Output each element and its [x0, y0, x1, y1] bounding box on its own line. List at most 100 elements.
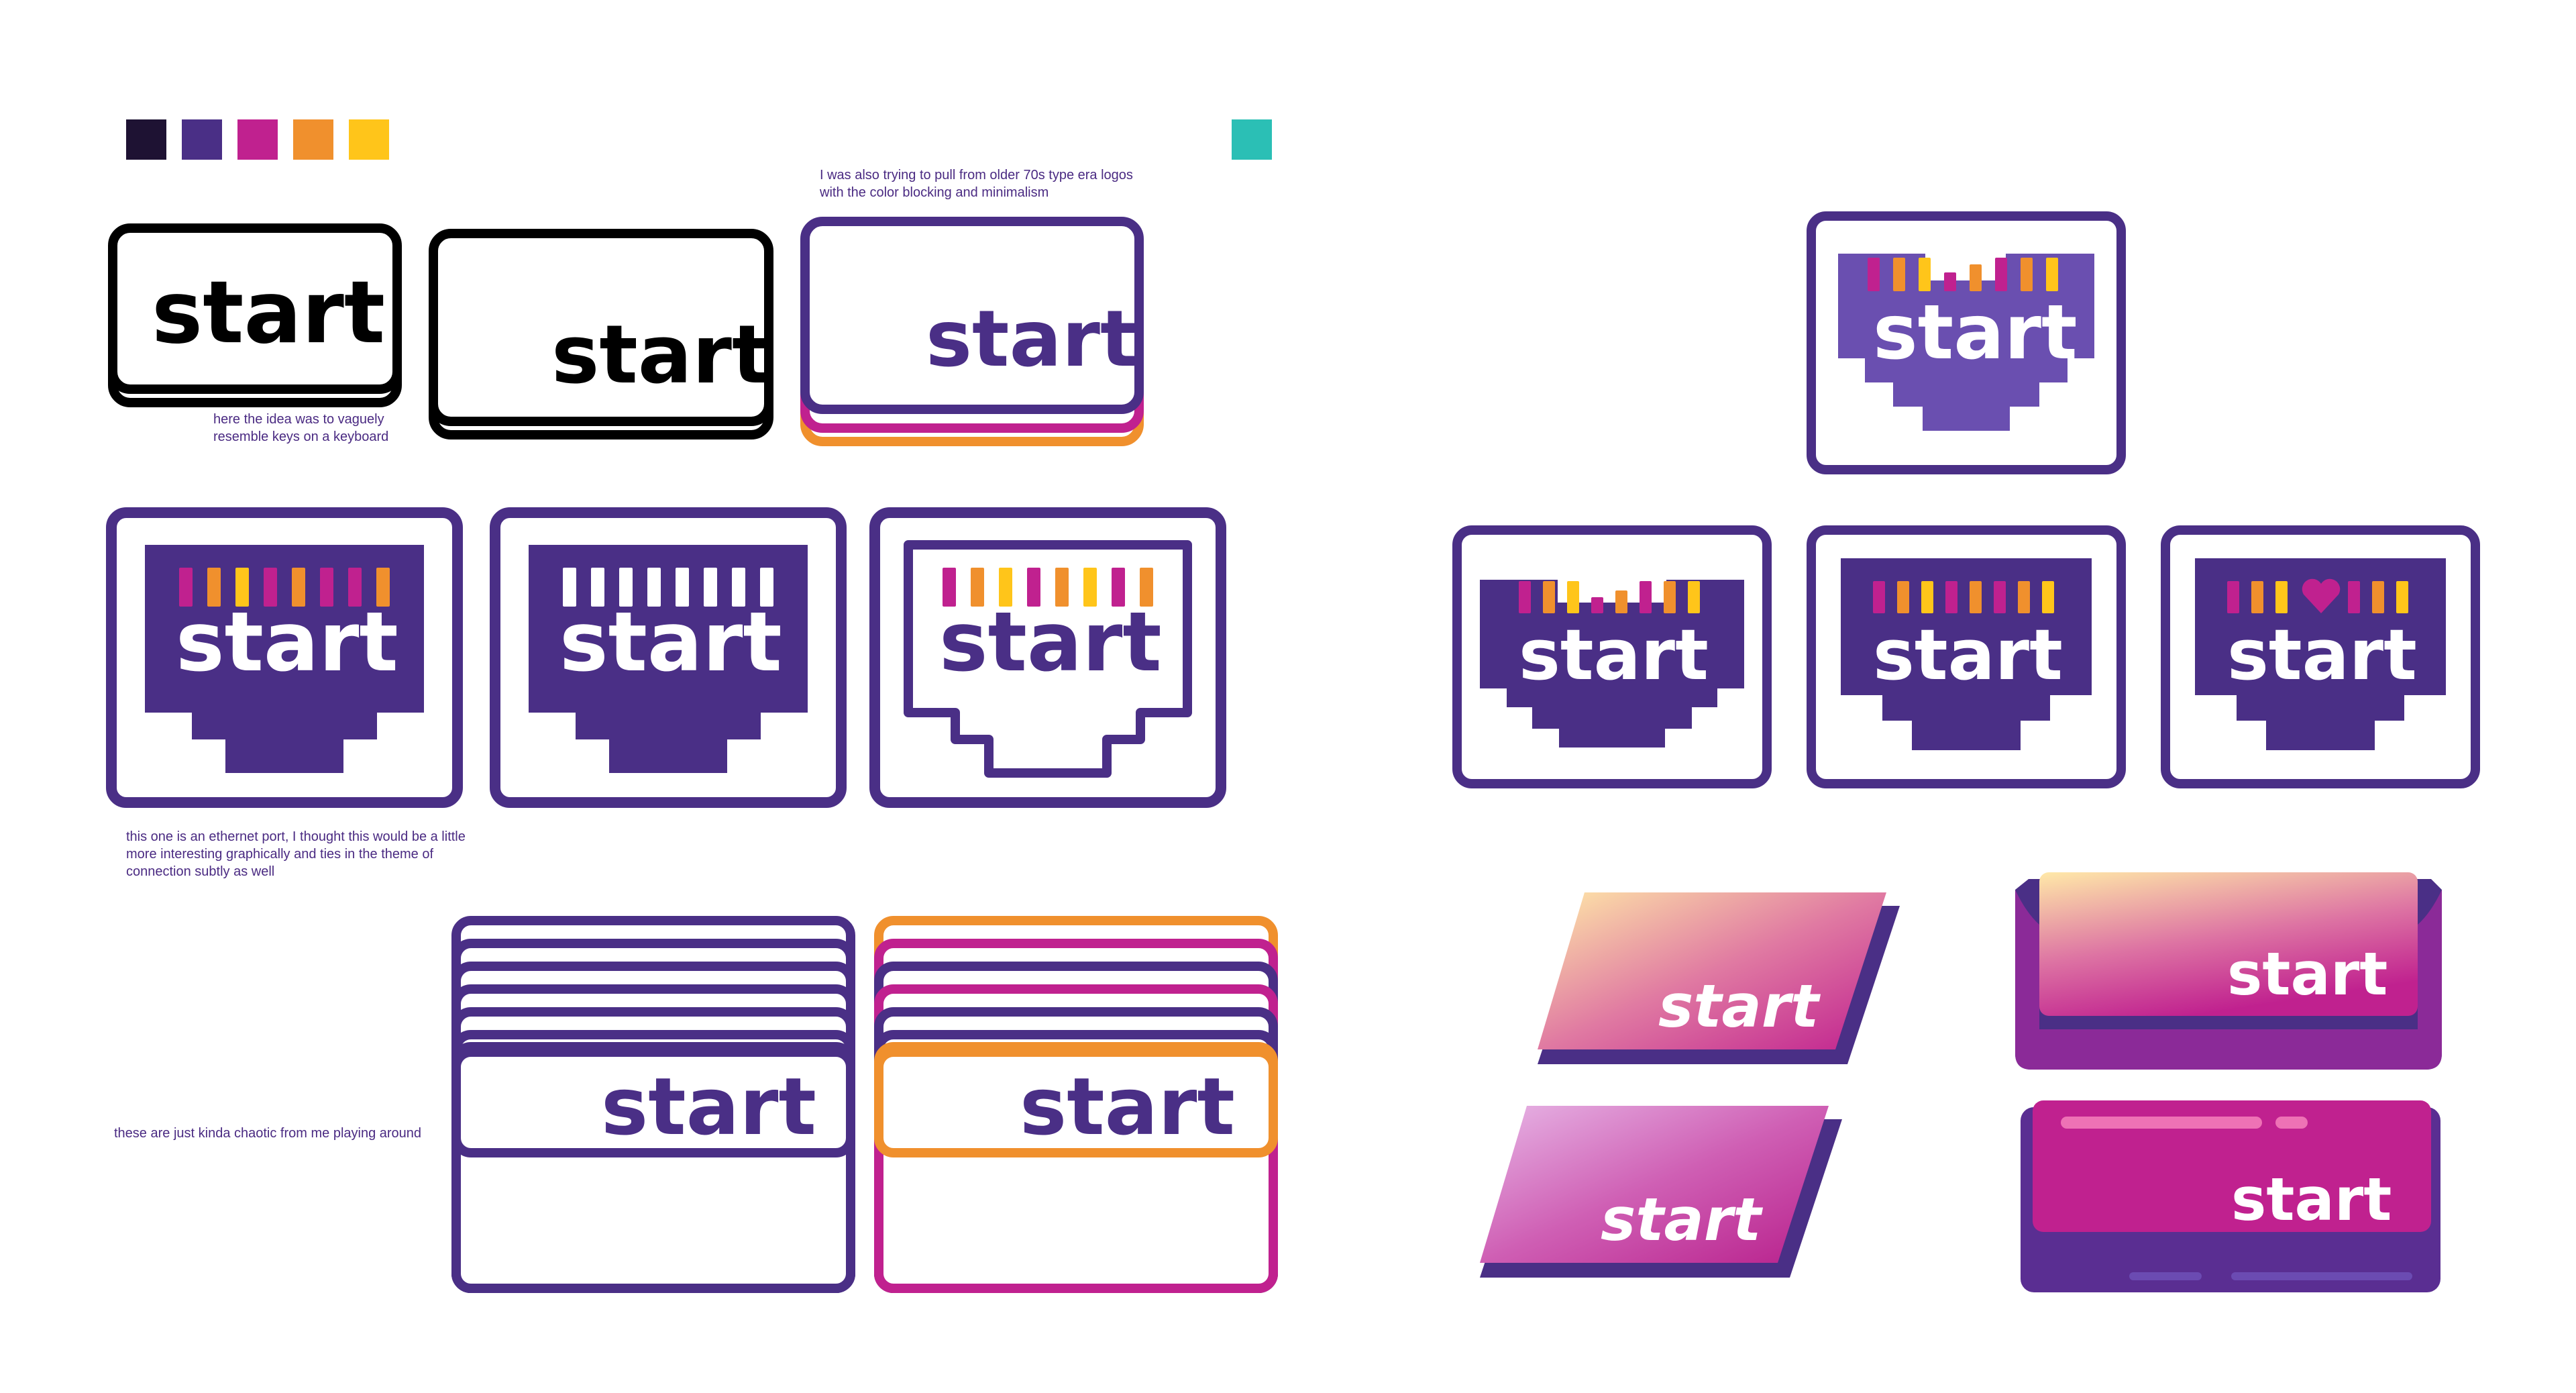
button-highlight: [2275, 1117, 2308, 1129]
port-pin: [732, 568, 745, 607]
logo-seventies-key: start: [800, 217, 1144, 446]
layer-purple: [800, 217, 1144, 414]
port-pin: [1615, 590, 1627, 613]
button-highlight: [2061, 1117, 2262, 1129]
port-pin: [2018, 581, 2030, 613]
color-swatch: [1232, 119, 1272, 160]
logo-ethernet-port-outline: start: [869, 507, 1226, 808]
port-pin: [1893, 258, 1905, 291]
note-ethernet: this one is an ethernet port, I thought …: [126, 829, 466, 879]
port-pin: [1970, 264, 1982, 291]
port-pin: [1944, 272, 1956, 291]
start-wordmark: start: [1020, 1060, 1235, 1153]
key-top: [429, 229, 773, 426]
start-wordmark: start: [1873, 614, 2063, 696]
port-pin: [647, 568, 661, 607]
port-pin: [1995, 258, 2007, 291]
stack-main-key: [874, 1047, 1278, 1157]
port-pin: [2396, 581, 2408, 613]
start-wordmark: start: [939, 595, 1162, 690]
button-top: [2039, 872, 2418, 1016]
note-keyboard: here the idea was to vaguely resemble ke…: [213, 412, 389, 444]
logo-pixel-heart-small: start: [1452, 525, 1772, 788]
button-top: [2033, 1100, 2431, 1232]
button-skewed-pink: start: [1480, 1106, 1842, 1278]
port-pin: [320, 568, 333, 607]
port-pin: [179, 568, 193, 607]
port-pin: [207, 568, 221, 607]
port-pin: [264, 568, 277, 607]
port-pin: [1868, 258, 1880, 291]
color-swatch: [349, 119, 389, 160]
start-wordmark: start: [2231, 1165, 2392, 1234]
port-pin: [1945, 581, 1957, 613]
start-wordmark: start: [1658, 972, 1821, 1041]
button-keycap-magenta: start: [2021, 1100, 2440, 1292]
logo-stacked-color: start: [874, 916, 1278, 1293]
logo-ethernet-port-white: start: [490, 507, 847, 808]
note-seventies: I was also trying to pull from older 70s…: [820, 168, 1133, 200]
port-pin: [619, 568, 633, 607]
port-pin: [1112, 568, 1125, 607]
port-pin: [2251, 581, 2263, 613]
port-pin: [760, 568, 773, 607]
port-pin: [2372, 581, 2384, 613]
port-pin: [348, 568, 362, 607]
logo-heart-pin-port: start: [2161, 525, 2480, 788]
start-wordmark: start: [2227, 614, 2417, 696]
key-top: [108, 223, 402, 394]
port-pin: [704, 568, 717, 607]
logo-keyboard-key-1: start: [108, 223, 402, 407]
pixel-heart-shape: [1838, 254, 2094, 431]
port-pin: [1519, 581, 1531, 613]
port-pin: [2046, 258, 2058, 291]
logo-keyboard-key-2: start: [429, 229, 773, 440]
port-pin: [1970, 581, 1982, 613]
port-pin: [1140, 568, 1153, 607]
button-side: [2015, 890, 2442, 1070]
button-top: [1480, 1106, 1829, 1263]
button-groove: [2129, 1272, 2202, 1280]
port-pin: [1027, 568, 1040, 607]
start-wordmark: start: [176, 595, 398, 690]
port-pin: [1543, 581, 1555, 613]
port-pin: [2021, 258, 2033, 291]
port-pin: [1921, 581, 1933, 613]
start-wordmark: start: [152, 263, 385, 363]
port-pin: [1994, 581, 2006, 613]
port-pin: [563, 568, 576, 607]
button-chunky-gradient: start: [2015, 872, 2442, 1070]
port-pin: [676, 568, 689, 607]
port-pin: [1664, 581, 1676, 613]
port-pin: [1640, 581, 1652, 613]
start-wordmark: start: [601, 1060, 816, 1153]
ethernet-port-shape: [1480, 580, 1744, 747]
stack-main-key: [451, 1047, 855, 1157]
start-wordmark: start: [1519, 614, 1709, 696]
heart-icon: [2302, 578, 2341, 613]
note-chaotic: these are just kinda chaotic from me pla…: [114, 1126, 422, 1141]
logo-ethernet-port-small: start: [1807, 525, 2126, 788]
start-wordmark: start: [2227, 939, 2387, 1009]
button-skewed-warm: start: [1538, 892, 1900, 1064]
start-wordmark: start: [926, 294, 1137, 384]
port-pin: [376, 568, 390, 607]
port-pin: [2227, 581, 2239, 613]
port-pin: [1919, 258, 1931, 291]
port-pin: [292, 568, 305, 607]
port-pin: [1567, 581, 1579, 613]
port-pin: [1083, 568, 1097, 607]
button-groove: [2231, 1272, 2412, 1280]
color-swatch: [293, 119, 333, 160]
port-pin: [235, 568, 249, 607]
button-top: [1538, 892, 1886, 1049]
logo-stacked-purple: start: [451, 916, 855, 1293]
port-pin: [2042, 581, 2054, 613]
start-wordmark: start: [559, 595, 782, 690]
color-swatch: [237, 119, 278, 160]
port-pin: [943, 568, 956, 607]
logo-ethernet-port-color: start: [106, 507, 463, 808]
color-swatch: [182, 119, 222, 160]
start-wordmark: start: [1873, 289, 2078, 376]
